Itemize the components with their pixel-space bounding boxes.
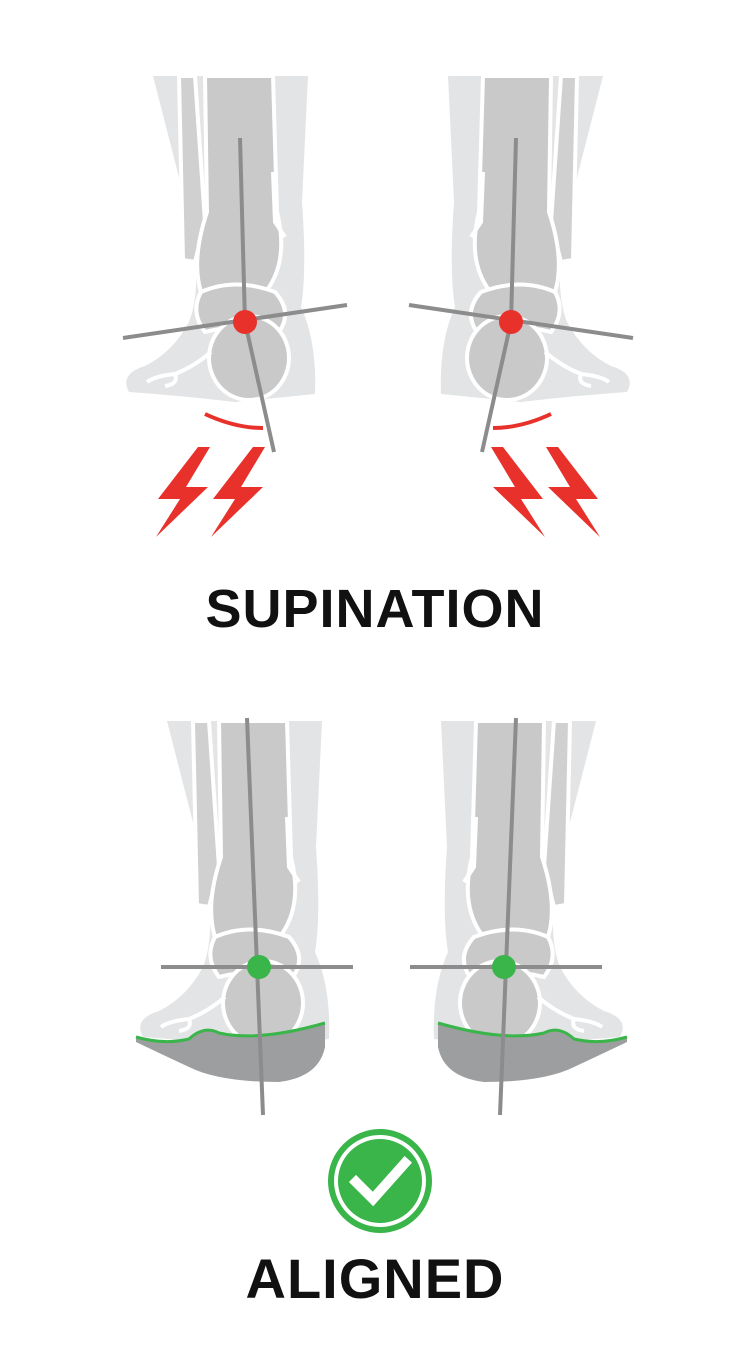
aligned-right-foot [410, 718, 627, 1115]
supination-left-foot [123, 76, 347, 537]
check-circle-icon [328, 1129, 432, 1233]
aligned-title: ALIGNED [245, 1247, 505, 1310]
supination-title: SUPINATION [205, 579, 545, 639]
supination-right-foot [409, 76, 633, 537]
aligned-left-foot [136, 718, 353, 1115]
